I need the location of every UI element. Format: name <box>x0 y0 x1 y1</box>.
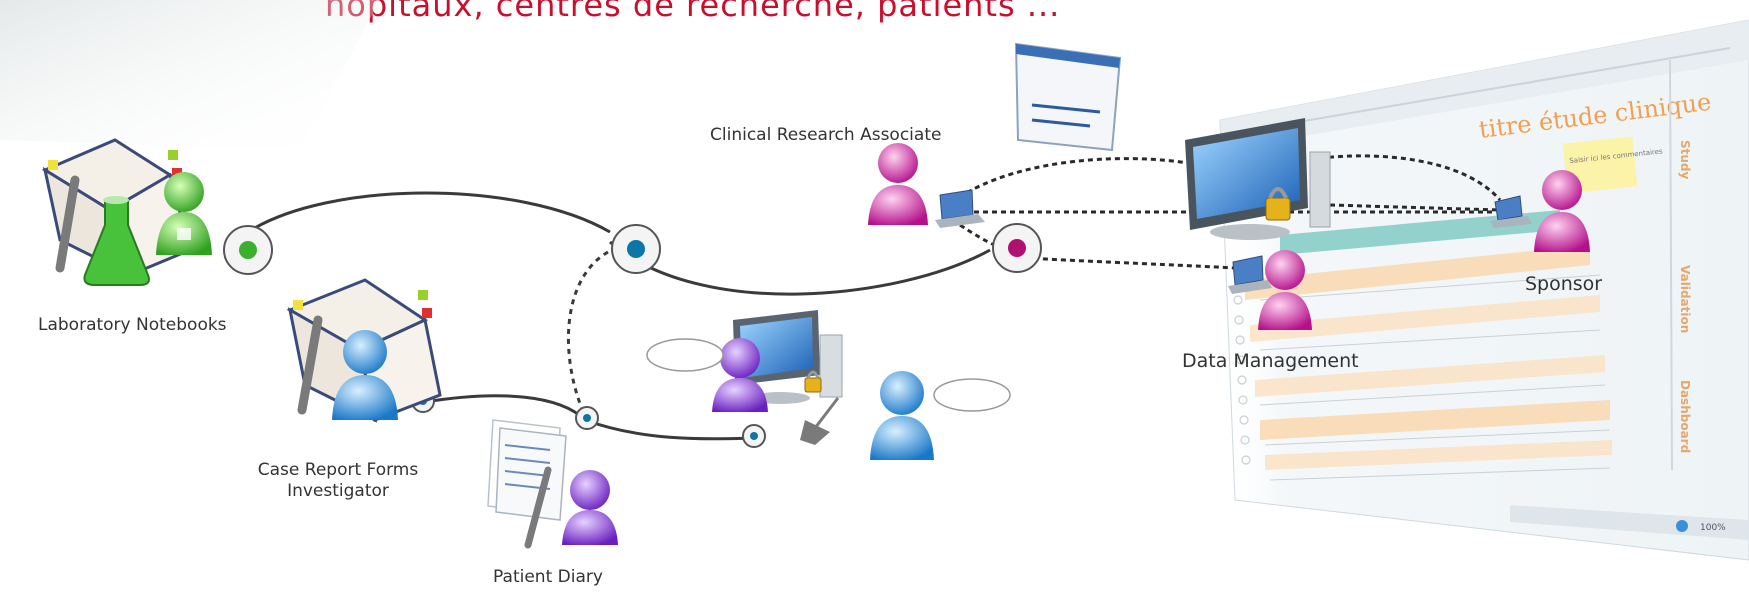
label-clinical-research-associate: Clinical Research Associate <box>710 125 941 145</box>
label-laboratory-notebooks: Laboratory Notebooks <box>38 315 227 335</box>
node-site-small[interactable] <box>742 424 766 448</box>
label-sponsor: Sponsor <box>1525 273 1602 295</box>
node-green[interactable] <box>223 225 273 275</box>
cra-icon <box>868 42 1122 228</box>
node-magenta[interactable] <box>992 223 1042 273</box>
case-report-forms-icon <box>286 278 442 423</box>
label-case-report-forms: Case Report Forms <box>258 460 419 480</box>
connector-hub-to-patient-dashed <box>566 250 609 417</box>
lab-notebook-icon <box>41 138 212 286</box>
tab-dashboard[interactable]: Dashboard <box>1678 380 1692 453</box>
connector-patient-to-site <box>584 418 753 441</box>
connector-crf-to-patient <box>424 394 587 422</box>
label-patient-diary: Patient Diary <box>493 567 603 587</box>
tab-study[interactable]: Study <box>1678 140 1692 180</box>
connector-lab-to-hub <box>247 191 611 234</box>
patient-diary-icon <box>487 419 618 549</box>
data-server-icon <box>1185 118 1331 330</box>
connector-hub-to-datahub <box>609 240 991 296</box>
node-teal[interactable] <box>611 224 661 274</box>
app-window: titre étude clinique Saisir ici les comm… <box>1219 19 1749 561</box>
connections <box>247 191 991 441</box>
background-paper <box>0 0 380 150</box>
sticky-note <box>1562 136 1638 194</box>
node-patient-small[interactable] <box>575 406 599 430</box>
tab-validation[interactable]: Validation <box>1678 265 1692 333</box>
sponsor-icon <box>1490 170 1590 252</box>
label-investigator: Investigator <box>287 481 389 501</box>
label-data-management: Data Management <box>1182 350 1359 372</box>
zoom-level[interactable]: 100% <box>1700 523 1726 533</box>
status-globe-icon <box>1676 520 1688 532</box>
headline: hôpitaux, centres de recherche, patients… <box>325 0 1061 24</box>
site-computer-icon <box>646 310 1011 460</box>
